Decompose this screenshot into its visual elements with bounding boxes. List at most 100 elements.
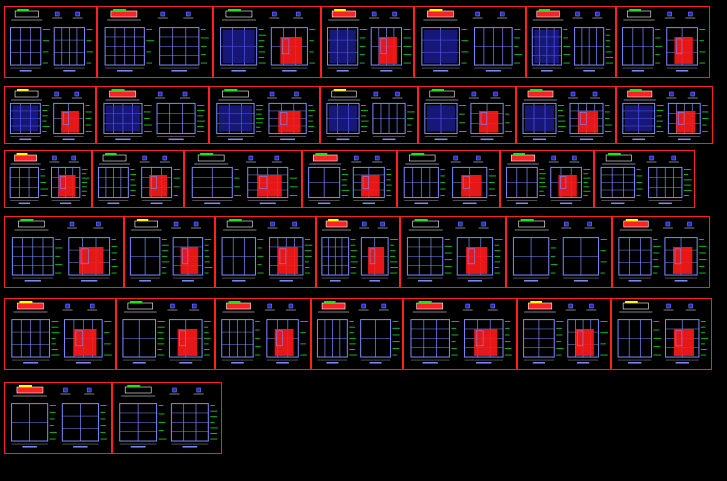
title-strip [625,219,639,221]
elevation-caption [168,138,184,141]
elevation-caption [115,138,131,141]
blue-square-marker-icon [499,11,505,17]
blue-square-marker-icon [380,221,385,227]
elevation-title-block-icon [536,10,560,18]
elevation-title-block-icon [16,386,44,394]
elevation-outline [9,166,39,199]
elevation-accent-fill [673,328,694,356]
elevation-panel [475,330,484,347]
elevation-panel [279,112,288,125]
drawing-panel [506,216,612,288]
panel-frame [418,86,516,144]
drawing-panel [414,6,526,78]
elevation-panel [467,248,475,265]
drawing-panel [215,298,311,370]
panel-frame [4,6,97,78]
drawing-panel [517,298,611,370]
panel-frame [97,6,213,78]
title-strip [334,9,346,11]
drawing-panel [302,150,397,208]
panel-frame [594,150,695,208]
panel-frame [311,298,403,370]
panel-frame [316,216,400,288]
elevation-title-block-icon [313,154,338,162]
title-strip [530,301,543,303]
panel-frame [500,150,594,208]
blue-square-marker-icon [354,155,359,161]
elevation-accent-fill [257,174,282,197]
title-strip [431,89,445,91]
panel-frame [302,150,397,208]
title-strip [520,219,534,221]
blue-square-marker-icon [688,11,693,17]
blue-square-marker-icon [182,91,188,97]
elevation-title-block-icon [416,302,443,310]
elevation-caption [515,202,529,205]
elevation-caption [75,362,91,364]
elevation-title-block-icon [510,154,536,162]
panel-frame [517,298,611,370]
drawing-panel [500,150,594,208]
elevation-caption [150,202,163,205]
elevation-caption [674,280,688,282]
elevation-caption [658,202,672,205]
drawing-panel [215,216,316,288]
elevation-panel [678,112,685,125]
drawing-panel [311,298,403,370]
elevation-caption [329,280,341,282]
blue-square-marker-icon [361,221,367,227]
title-strip [16,153,28,155]
elevation-caption [19,138,32,141]
elevation-outline [68,237,111,276]
blue-square-marker-icon [269,91,275,97]
elevation-panel [80,248,89,265]
elevation-caption [579,138,594,141]
drawing-panel [124,216,215,288]
elevation-panel [369,248,376,265]
elevation-accent-fill [378,36,397,64]
title-strip [513,153,526,155]
panel-frame [526,6,616,78]
title-strip [418,301,432,303]
elevation-panel [282,38,290,55]
blue-square-marker-icon [69,221,75,227]
title-strip [608,153,621,155]
elevation-outline [216,102,255,135]
elevation-caption [434,138,448,141]
elevation-accent-fill [180,246,199,274]
blue-square-marker-icon [690,91,695,97]
blue-square-marker-icon [666,303,671,309]
elevation-panel [75,330,83,347]
elevation-title-block-icon [627,90,653,98]
elevation-caption [18,202,30,205]
elevation-panel [62,112,69,125]
drawing-panel [4,216,124,288]
title-strip [129,301,143,303]
elevation-title-block-icon [226,302,251,310]
drawing-panel [594,150,695,208]
elevation-title-block-icon [527,90,554,98]
elevation-caption [232,280,246,282]
panel-frame [616,86,713,144]
blue-square-marker-icon [270,221,275,227]
elevation-caption [583,70,595,72]
blue-square-marker-icon [86,387,92,393]
panel-frame [414,6,526,78]
elevation-caption [276,362,289,364]
elevation-panel [276,330,283,347]
blue-square-marker-icon [475,11,480,17]
drawing-frames-layer [4,6,713,454]
elevation-caption [675,70,689,72]
blue-square-marker-icon [186,11,191,17]
blue-square-marker-icon [162,155,168,161]
elevation-caption [171,70,188,72]
elevation-title-block-icon [527,302,553,310]
elevation-accent-fill [277,246,298,274]
panel-frame [92,150,184,208]
elevation-caption [573,280,588,282]
elevation-caption [532,138,547,141]
title-strip [127,385,141,387]
blue-square-marker-icon [465,303,470,309]
blue-square-marker-icon [160,11,166,17]
title-strip [227,9,241,11]
